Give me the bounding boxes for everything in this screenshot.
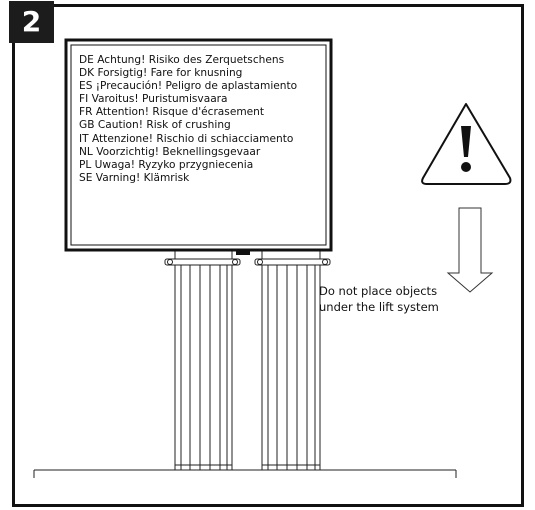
- warning-triangle-icon: [421, 103, 512, 185]
- note-line-1: Do not place objects: [319, 284, 438, 298]
- monitor: [64, 38, 333, 255]
- floor-line: [33, 469, 457, 478]
- warning-line: IT Attenzione! Rischio di schiacciamento: [79, 132, 294, 145]
- lift-column-right: [261, 249, 321, 471]
- warning-line: PL Uwaga! Ryzyko przygniecenia: [79, 158, 254, 171]
- warning-line: SE Varning! Klämrisk: [79, 171, 190, 184]
- figure-frame: [12, 4, 524, 507]
- warning-line: FI Varoitus! Puristumisvaara: [79, 93, 228, 106]
- lift-caution-note: Do not place objects under the lift syst…: [319, 283, 439, 315]
- warning-line: DK Forsigtig! Fare for knusning: [79, 67, 243, 80]
- warning-line: GB Caution! Risk of crushing: [79, 119, 231, 132]
- lift-column-left: [174, 249, 233, 471]
- mounting-brackets: [164, 258, 331, 266]
- note-line-2: under the lift system: [319, 300, 439, 314]
- step-badge: 2: [9, 1, 54, 43]
- warning-line: NL Voorzichtig! Beknellingsgevaar: [79, 145, 261, 158]
- warning-line: FR Attention! Risque d'écrasement: [79, 106, 265, 119]
- warning-line: ES ¡Precaución! Peligro de aplastamiento: [79, 80, 298, 93]
- down-arrow-icon: [446, 207, 494, 293]
- warning-line: DE Achtung! Risiko des Zerquetschens: [79, 54, 285, 66]
- warning-list: DE Achtung! Risiko des Zerquetschens DK …: [79, 54, 319, 185]
